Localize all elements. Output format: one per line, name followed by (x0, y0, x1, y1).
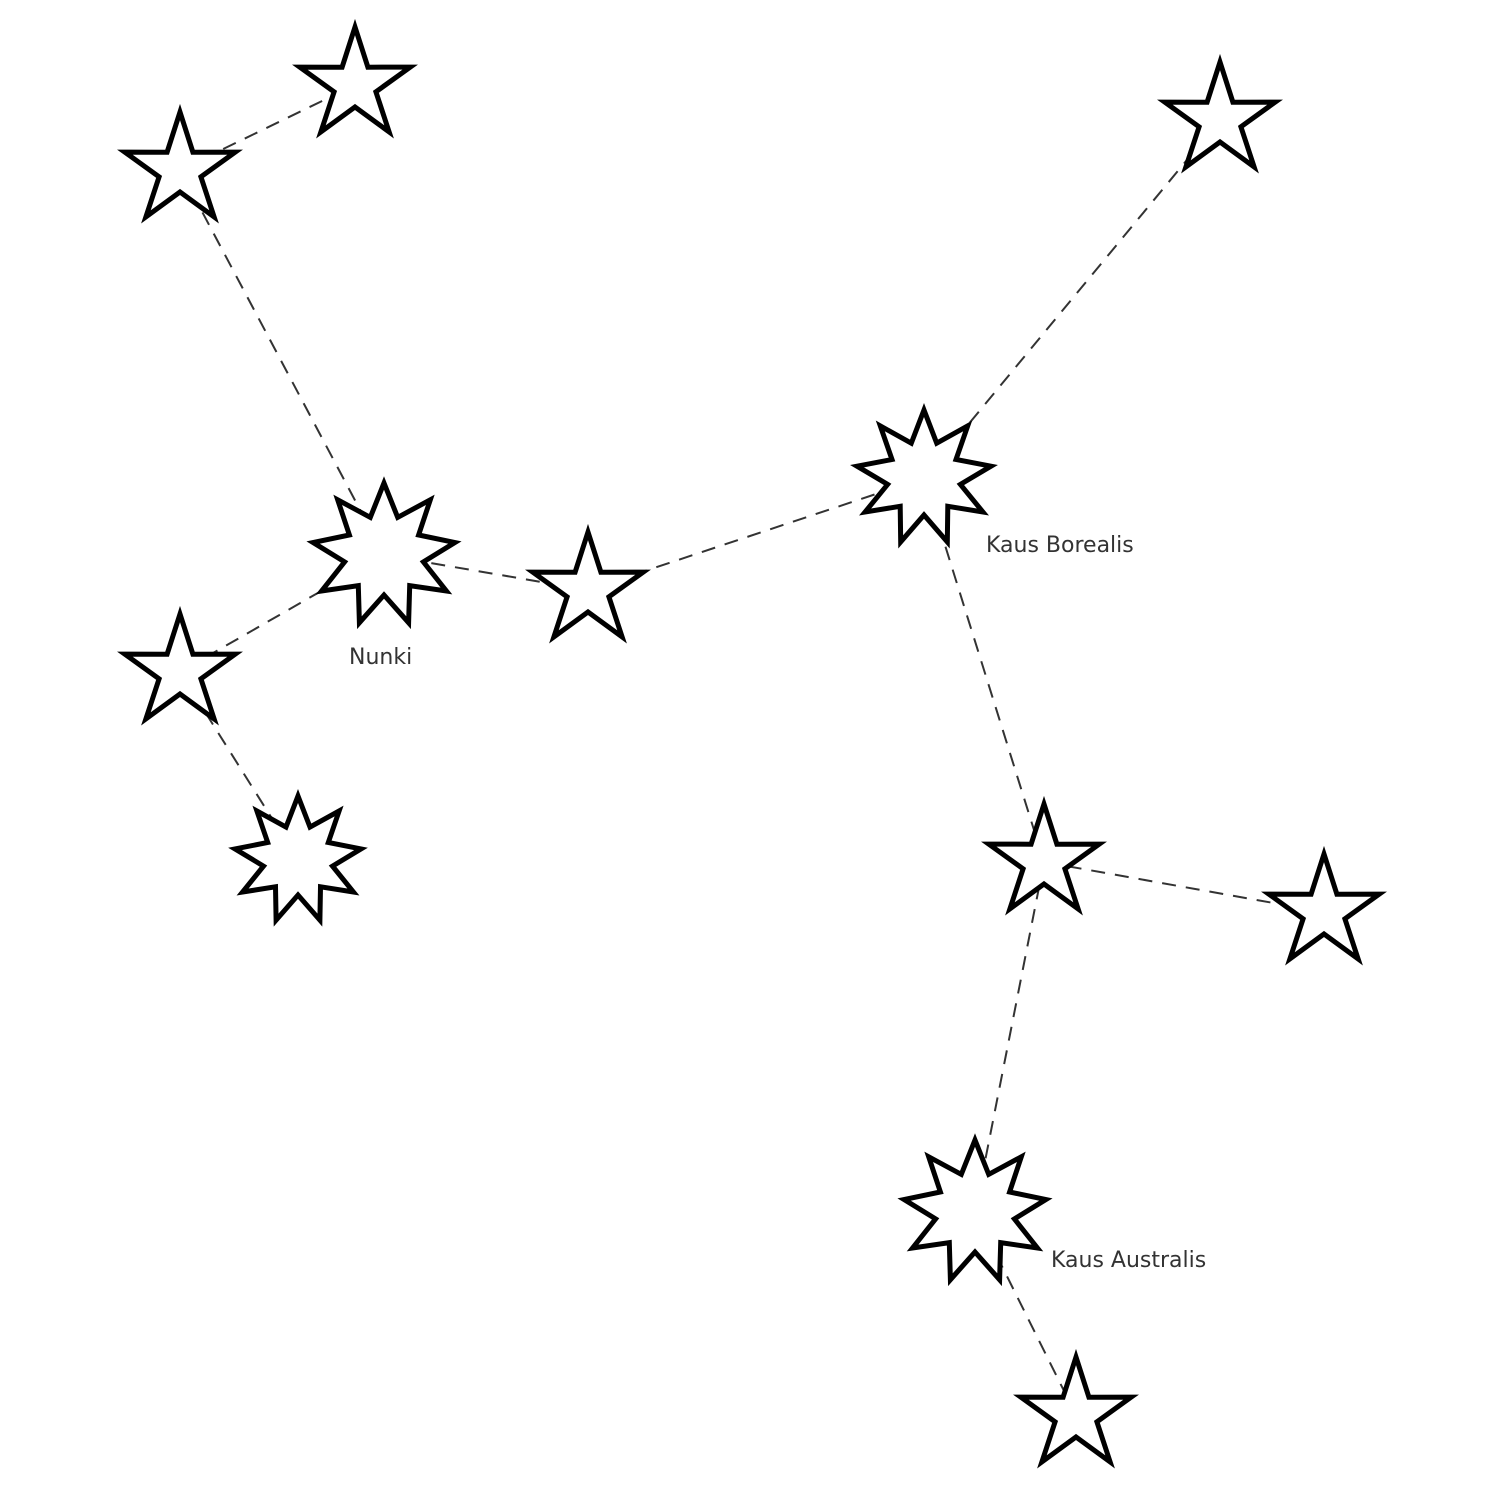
star-nunki-icon (306, 476, 462, 630)
star-left-middle-icon (117, 605, 243, 726)
star-top-right-icon (1157, 53, 1283, 174)
connection-top-left-to-nunki (179, 169, 385, 556)
star-kaus-australis-icon (897, 1133, 1053, 1287)
star-center-icon (525, 523, 651, 644)
star-kaus-borealis-icon (850, 403, 998, 549)
star-top-left-icon (117, 103, 243, 224)
connection-kaus-borealis-to-top-right (923, 119, 1221, 479)
connection-lines (179, 84, 1325, 1416)
star-far-right-icon (1261, 845, 1387, 966)
star-right-middle-icon (981, 795, 1107, 916)
label-kaus-borealis: Kaus Borealis (986, 533, 1134, 558)
label-kaus-australis: Kaus Australis (1051, 1248, 1207, 1273)
connection-kaus-borealis-to-right-middle (923, 477, 1045, 863)
star-left-lower-icon (228, 789, 368, 927)
label-nunki: Nunki (349, 645, 413, 670)
connection-right-middle-to-kaus-australis (974, 861, 1045, 1213)
star-top-left-upper-icon (292, 18, 418, 139)
star-bottom-icon (1013, 1348, 1139, 1469)
stars (117, 18, 1387, 1469)
